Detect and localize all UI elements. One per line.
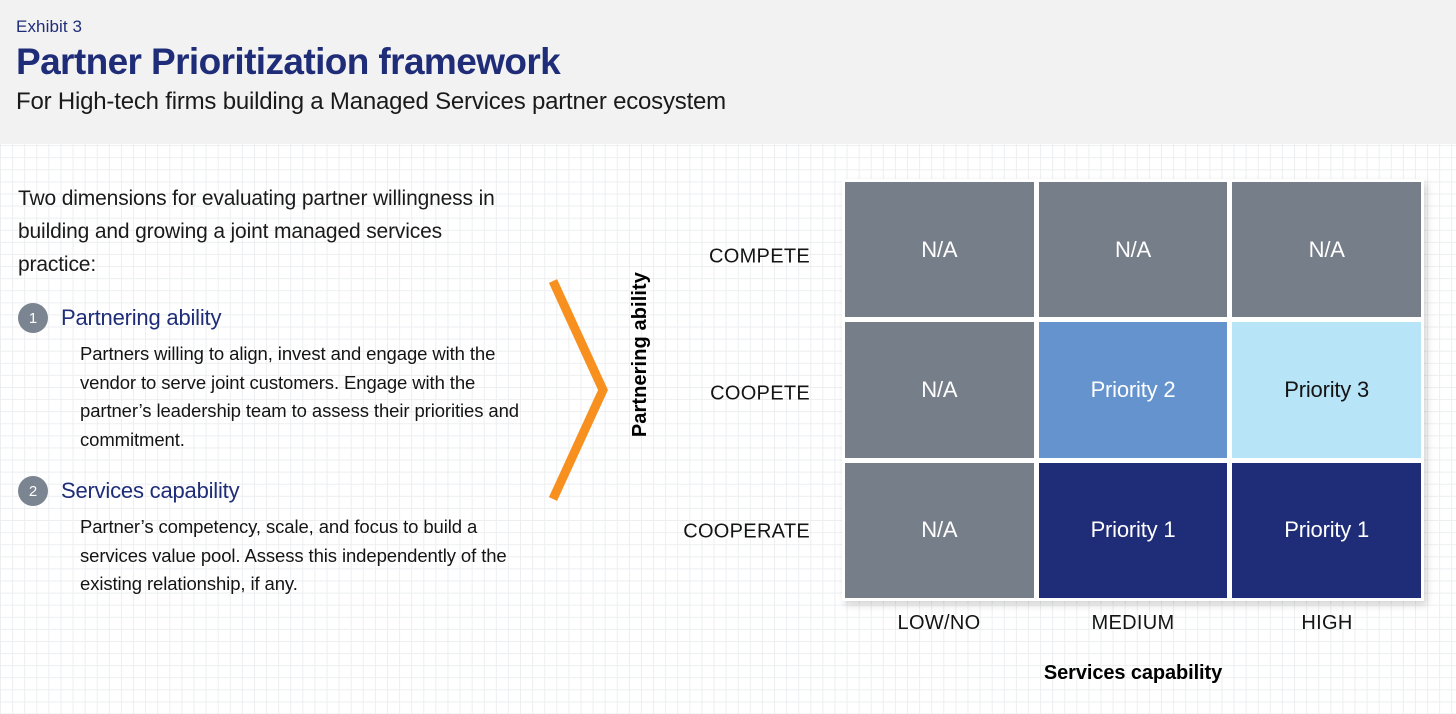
dimension-item-1: 1 Partnering ability Partners willing to…: [18, 303, 538, 454]
dimension-2-number-badge: 2: [18, 476, 48, 506]
slide-header: Exhibit 3 Partner Prioritization framewo…: [0, 0, 1456, 144]
matrix-cell-cooperate-high[interactable]: Priority 1: [1232, 462, 1421, 598]
dimension-1-description: Partners willing to align, invest and en…: [80, 343, 519, 450]
y-tick-compete: COMPETE: [709, 245, 810, 268]
page-subtitle: For High-tech firms building a Managed S…: [16, 88, 726, 115]
y-tick-coopete: COOPETE: [710, 382, 810, 405]
matrix-cell-compete-lowno[interactable]: N/A: [845, 182, 1034, 318]
explanation-panel: Two dimensions for evaluating partner wi…: [18, 182, 538, 599]
matrix-grid: N/A N/A N/A N/A Priority 2 Priority 3 N/…: [842, 179, 1424, 601]
matrix-cell-coopete-medium[interactable]: Priority 2: [1038, 322, 1228, 458]
y-tick-cooperate: COOPERATE: [683, 520, 810, 543]
x-tick-lowno: LOW/NO: [897, 612, 981, 634]
x-tick-high: HIGH: [1301, 612, 1353, 634]
matrix-cell-cooperate-medium[interactable]: Priority 1: [1038, 462, 1228, 598]
dimension-1-number-badge: 1: [18, 303, 48, 333]
matrix-cell-coopete-lowno[interactable]: N/A: [845, 322, 1034, 458]
dimension-2-title: Services capability: [61, 478, 240, 503]
x-tick-medium: MEDIUM: [1091, 612, 1175, 634]
matrix-cell-cooperate-lowno[interactable]: N/A: [845, 462, 1034, 598]
y-axis-tick-labels: COMPETE COOPETE COOPERATE: [600, 179, 828, 601]
matrix-cell-compete-high[interactable]: N/A: [1232, 182, 1421, 318]
priority-matrix: N/A N/A N/A N/A Priority 2 Priority 3 N/…: [842, 179, 1424, 601]
page-title: Partner Prioritization framework: [16, 41, 561, 82]
dimension-item-2: 2 Services capability Partner’s competen…: [18, 476, 538, 599]
x-axis-title: Services capability: [1043, 662, 1223, 684]
dimension-2-header: 2 Services capability: [18, 476, 538, 506]
x-axis-tick-labels: LOW/NO MEDIUM HIGH: [842, 612, 1424, 635]
intro-text: Two dimensions for evaluating partner wi…: [18, 187, 495, 276]
dimension-2-description: Partner’s competency, scale, and focus t…: [80, 516, 507, 594]
dimension-1-title: Partnering ability: [61, 305, 222, 330]
matrix-cell-coopete-high[interactable]: Priority 3: [1232, 322, 1421, 458]
chevron-right-icon: [548, 279, 608, 501]
matrix-cell-compete-medium[interactable]: N/A: [1038, 182, 1228, 318]
exhibit-label: Exhibit 3: [16, 17, 83, 36]
dimension-1-header: 1 Partnering ability: [18, 303, 538, 333]
